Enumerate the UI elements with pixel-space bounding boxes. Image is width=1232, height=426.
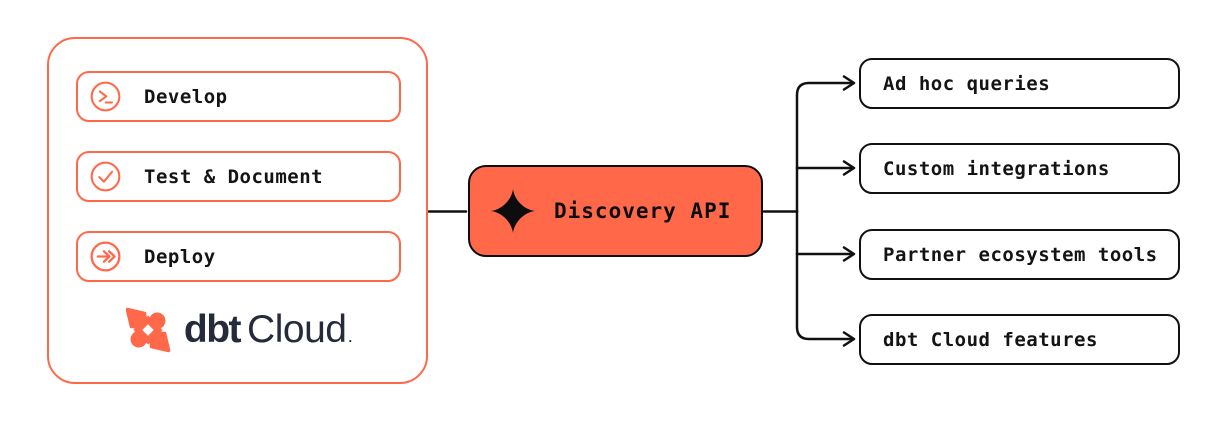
cloud-wordmark-light: Cloud bbox=[247, 308, 347, 351]
output-label: dbt Cloud features bbox=[883, 328, 1098, 351]
deploy-arrow-icon bbox=[90, 241, 121, 272]
arrowhead-4 bbox=[842, 331, 856, 347]
output-label: Custom integrations bbox=[883, 157, 1110, 180]
stage-develop: Develop bbox=[76, 71, 401, 122]
arrowhead-1 bbox=[842, 75, 856, 91]
dbt-cloud-wordmark: dbt Cloud . bbox=[184, 308, 352, 352]
dbt-cloud-logo: dbt Cloud . bbox=[49, 301, 426, 359]
connector-trunk-top bbox=[795, 81, 853, 213]
connector-trunk-bottom bbox=[795, 210, 853, 341]
dbt-logo-mark bbox=[123, 305, 173, 355]
sparkle-icon bbox=[490, 188, 536, 234]
discovery-api-node: Discovery API bbox=[468, 165, 763, 257]
output-custom-integrations: Custom integrations bbox=[859, 143, 1180, 194]
terminal-icon bbox=[90, 81, 121, 112]
output-dbt-cloud-features: dbt Cloud features bbox=[859, 314, 1180, 365]
stage-test-document: Test & Document bbox=[76, 151, 401, 202]
dbt-cloud-panel: Develop Test & Document Deploy bbox=[47, 37, 428, 384]
stage-deploy-label: Deploy bbox=[144, 245, 216, 268]
arrowhead-3 bbox=[842, 246, 856, 262]
check-circle-icon bbox=[90, 161, 121, 192]
output-ad-hoc-queries: Ad hoc queries bbox=[859, 58, 1180, 109]
dbt-wordmark-bold: dbt bbox=[183, 308, 242, 351]
stage-develop-label: Develop bbox=[144, 85, 228, 108]
discovery-api-label: Discovery API bbox=[554, 199, 732, 223]
arrowhead-2 bbox=[842, 160, 856, 176]
stage-test-document-label: Test & Document bbox=[144, 165, 324, 188]
stage-deploy: Deploy bbox=[76, 231, 401, 282]
output-label: Partner ecosystem tools bbox=[883, 243, 1158, 266]
trademark-dot: . bbox=[348, 330, 353, 345]
output-label: Ad hoc queries bbox=[883, 72, 1051, 95]
output-partner-ecosystem-tools: Partner ecosystem tools bbox=[859, 229, 1180, 280]
